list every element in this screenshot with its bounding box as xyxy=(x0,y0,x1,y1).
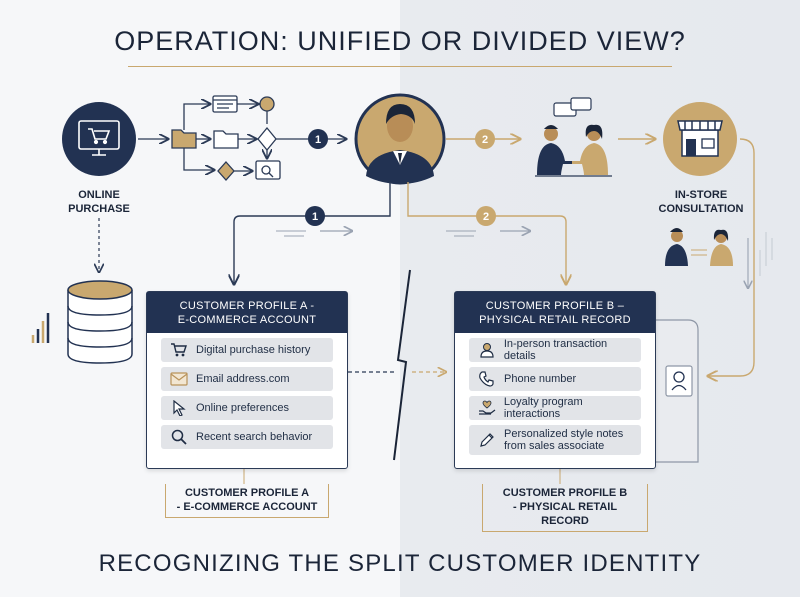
profile-b-row-label: Loyalty program interactions xyxy=(503,396,583,420)
mini-bar-chart-icon xyxy=(31,313,50,343)
profile-b-row: Personalized style notes from sales asso… xyxy=(469,425,641,455)
profile-a-row: Email address.com xyxy=(161,367,333,391)
badge-one-route-text: 1 xyxy=(312,211,318,223)
badge-two-route: 2 xyxy=(476,206,496,226)
customer-profile-b-card: CUSTOMER PROFILE B – PHYSICAL RETAIL REC… xyxy=(454,291,656,469)
in-store-consultation-label: IN-STORE CONSULTATION xyxy=(658,189,744,215)
envelope-icon xyxy=(168,370,190,388)
search-window-icon xyxy=(255,160,281,180)
badge-two-top-text: 2 xyxy=(482,134,488,146)
profile-a-row: Recent search behavior xyxy=(161,425,333,449)
profile-b-caption: CUSTOMER PROFILE B - PHYSICAL RETAIL REC… xyxy=(482,484,648,532)
computer-cart-icon xyxy=(78,120,120,156)
diamond-icon xyxy=(257,126,277,152)
database-icon xyxy=(67,280,133,364)
heart-hand-icon xyxy=(476,399,498,417)
profile-a-row-label: Online preferences xyxy=(196,402,289,414)
profile-b-row-label: Phone number xyxy=(504,373,577,385)
badge-two-top: 2 xyxy=(475,129,495,149)
process-flowchart xyxy=(138,95,346,181)
badge-two-route-text: 2 xyxy=(483,211,489,223)
online-purchase-node xyxy=(62,102,136,176)
profile-b-row: Phone number xyxy=(469,367,641,391)
in-store-to-profile-b-arrow xyxy=(708,138,773,376)
online-purchase-label: ONLINE PURCHASE xyxy=(68,189,130,215)
cart-icon xyxy=(168,341,190,359)
split-divider xyxy=(348,269,446,461)
profile-a-row-label: Recent search behavior xyxy=(196,431,313,443)
badge-one-route: 1 xyxy=(305,206,325,226)
profile-b-row-label: In-person transaction details xyxy=(503,338,608,362)
customer-profile-a-card: CUSTOMER PROFILE A - E-COMMERCE ACCOUNT … xyxy=(146,291,348,469)
badge-one-top: 1 xyxy=(308,129,328,149)
pencil-icon xyxy=(476,431,498,449)
profile-b-row-label: Personalized style notes from sales asso… xyxy=(504,428,624,452)
page-title: OPERATION: UNIFIED OR DIVIDED VIEW? xyxy=(114,26,686,56)
diamond-gold-icon xyxy=(217,161,235,181)
profile-a-row: Online preferences xyxy=(161,396,333,420)
folder-icon xyxy=(171,129,197,149)
badge-one-top-text: 1 xyxy=(315,134,321,146)
profile-a-row-label: Email address.com xyxy=(196,373,290,385)
profile-a-caption: CUSTOMER PROFILE A - E-COMMERCE ACCOUNT xyxy=(165,484,329,518)
profile-b-row: In-person transaction details xyxy=(469,338,641,362)
magnifier-icon xyxy=(168,428,190,446)
profile-b-header: CUSTOMER PROFILE B – PHYSICAL RETAIL REC… xyxy=(455,292,655,333)
title-underline xyxy=(128,66,672,67)
profile-b-row: Loyalty program interactions xyxy=(469,396,641,420)
route-one-to-profile-a xyxy=(234,182,391,284)
phone-icon xyxy=(476,370,498,388)
cursor-icon xyxy=(168,399,190,417)
customer-avatar xyxy=(354,93,446,185)
person-icon xyxy=(476,341,498,359)
handshake-illustration xyxy=(535,97,612,177)
document-scroll xyxy=(649,319,699,463)
profile-a-row: Digital purchase history xyxy=(161,338,333,362)
profile-a-header: CUSTOMER PROFILE A - E-COMMERCE ACCOUNT xyxy=(147,292,347,333)
folder-icon-2 xyxy=(213,130,239,149)
storefront-icon xyxy=(677,120,723,157)
profile-a-row-label: Digital purchase history xyxy=(196,344,311,356)
route-two-to-profile-b xyxy=(407,182,566,284)
decision-circle-icon xyxy=(259,96,275,112)
consultation-illustration xyxy=(665,228,733,266)
page-subtitle: RECOGNIZING THE SPLIT CUSTOMER IDENTITY xyxy=(98,550,702,577)
in-store-node xyxy=(663,102,737,176)
